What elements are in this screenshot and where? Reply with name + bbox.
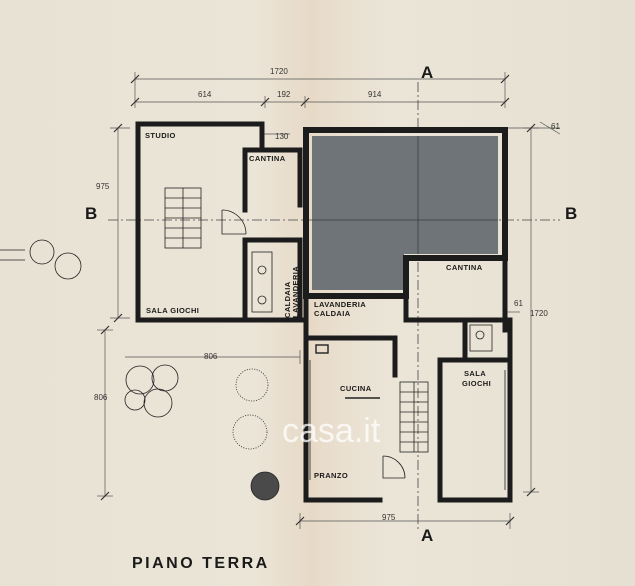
section-b-left: B: [85, 204, 97, 223]
room-cucina: CUCINA: [340, 384, 372, 393]
watermark: casa.it: [282, 412, 381, 450]
dim-mid-width: 806: [204, 352, 218, 361]
section-b-right: B: [565, 204, 577, 223]
dimension-ticks: [100, 74, 536, 526]
dim-total-height: 1720: [530, 309, 548, 318]
section-a-bottom: A: [421, 526, 433, 545]
dim-right-mid: 61: [514, 299, 523, 308]
dim-total-width: 1720: [270, 67, 288, 76]
dim-bottom-width: 975: [382, 513, 396, 522]
room-lavanderia: LAVANDERIA: [291, 266, 300, 318]
section-a-top: A: [421, 63, 433, 82]
section-markers: A A B B: [85, 63, 577, 545]
dimension-lines: [97, 72, 561, 529]
dimension-labels: 1720 614 192 914 61 1720 975 130 61 806 …: [94, 67, 560, 522]
dim-seg-3: 914: [368, 90, 382, 99]
room-caldaia-2: CALDAIA: [314, 309, 351, 318]
interior-details: [164, 187, 506, 490]
room-cantina-2: CANTINA: [446, 263, 483, 272]
slab-area: [312, 136, 498, 254]
room-cantina-1: CANTINA: [249, 154, 286, 163]
room-sala-giochi-1: SALA GIOCHI: [146, 306, 199, 315]
room-caldaia: CALDAIA: [283, 281, 292, 318]
dim-cantina-gap: 130: [275, 132, 289, 141]
room-pranzo: PRANZO: [314, 471, 348, 480]
dim-right-small: 61: [551, 122, 560, 131]
room-lavanderia-2: LAVANDERIA: [314, 300, 366, 309]
room-labels: STUDIO CANTINA CALDAIA LAVANDERIA SALA G…: [145, 131, 491, 480]
room-studio: STUDIO: [145, 131, 176, 140]
room-sala-label: SALA: [464, 369, 486, 378]
dim-seg-2: 192: [277, 90, 291, 99]
room-giochi-label: GIOCHI: [462, 379, 491, 388]
plan-title: PIANO TERRA: [132, 555, 270, 572]
dim-seg-1: 614: [198, 90, 212, 99]
dim-left-height: 975: [96, 182, 110, 191]
tree-icon: [0, 239, 280, 501]
dim-lower-height: 806: [94, 393, 108, 402]
walls: [135, 121, 513, 503]
